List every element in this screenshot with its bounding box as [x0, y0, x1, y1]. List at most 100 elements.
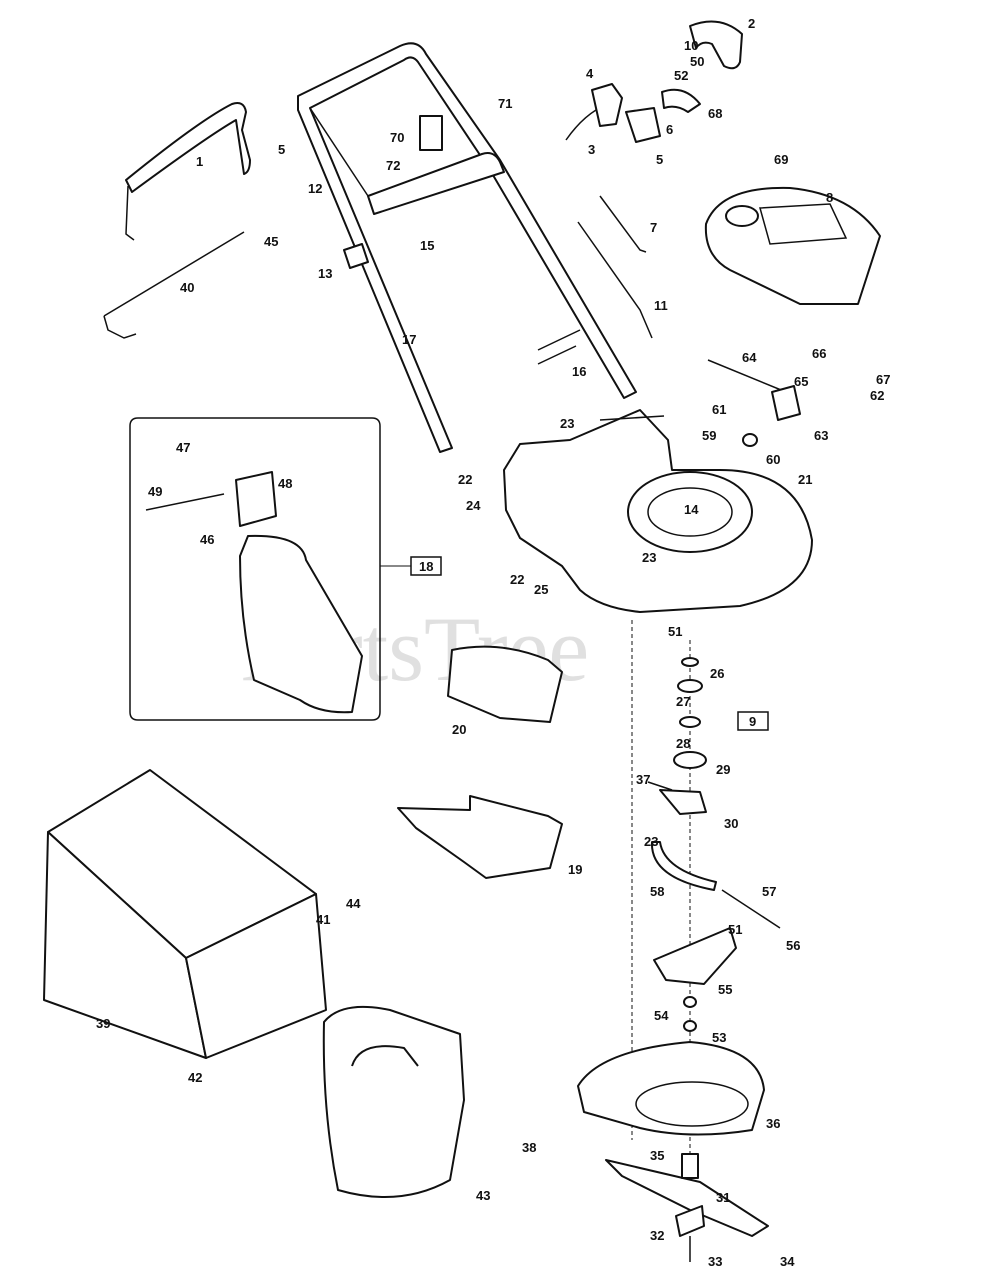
callout-11: 11	[654, 298, 668, 313]
callout-44: 44	[346, 896, 361, 911]
callout-54: 54	[654, 1008, 669, 1023]
callout-5: 5	[278, 142, 285, 157]
callout-70: 70	[390, 130, 404, 145]
callout-22: 22	[458, 472, 472, 487]
callout-55: 55	[718, 982, 732, 997]
callout-23: 23	[642, 550, 656, 565]
bag-handle	[351, 1045, 419, 1067]
callout-5: 5	[656, 152, 663, 167]
mower-deck	[503, 409, 813, 613]
cable-7	[599, 195, 647, 253]
callout-36: 36	[766, 1116, 780, 1131]
callout-51: 51	[728, 922, 742, 937]
callout-58: 58	[650, 884, 664, 899]
callout-69: 69	[774, 152, 788, 167]
cable-rod	[103, 231, 245, 339]
callout-62: 62	[870, 388, 884, 403]
bracket-65	[771, 385, 801, 421]
bracket-30	[659, 789, 707, 815]
rear-chute-19	[397, 795, 563, 879]
callout-51: 51	[668, 624, 682, 639]
washer-32	[675, 1205, 705, 1237]
callout-71: 71	[498, 96, 512, 111]
callout-23: 23	[644, 834, 658, 849]
callout-60: 60	[766, 452, 780, 467]
callout-41: 41	[316, 912, 330, 927]
callout-38: 38	[522, 1140, 536, 1155]
callout-59: 59	[702, 428, 716, 443]
callout-6: 6	[666, 122, 673, 137]
callout-20: 20	[452, 722, 466, 737]
rod-49	[145, 493, 225, 511]
callout-14: 14	[684, 502, 699, 517]
callout-49: 49	[148, 484, 162, 499]
callout-29: 29	[716, 762, 730, 777]
callout-16: 16	[572, 364, 586, 379]
callout-40: 40	[180, 280, 194, 295]
callout-15: 15	[420, 238, 434, 253]
callout-72: 72	[386, 158, 400, 173]
callout-52: 52	[674, 68, 688, 83]
callout-57: 57	[762, 884, 776, 899]
bracket-70	[419, 115, 443, 151]
callout-32: 32	[650, 1228, 664, 1243]
callout-39: 39	[96, 1016, 110, 1031]
callout-35: 35	[650, 1148, 664, 1163]
cable-16	[537, 329, 581, 365]
callout-34: 34	[780, 1254, 795, 1269]
callout-33: 33	[708, 1254, 722, 1269]
upper-handle	[297, 42, 637, 453]
callout-21: 21	[798, 472, 812, 487]
callout-63: 63	[814, 428, 828, 443]
callout-8: 8	[826, 190, 833, 205]
callout-13: 13	[318, 266, 332, 281]
ref-box-9-label: 9	[749, 714, 756, 729]
callout-37: 37	[636, 772, 650, 787]
bail-handle	[125, 102, 251, 241]
callout-19: 19	[568, 862, 582, 877]
callout-31: 31	[716, 1190, 730, 1205]
callout-4: 4	[586, 66, 594, 81]
plate-55	[653, 927, 737, 985]
rod-64	[707, 359, 787, 393]
adapter-31	[681, 1153, 699, 1179]
callout-67: 67	[876, 372, 890, 387]
callout-43: 43	[476, 1188, 490, 1203]
callout-65: 65	[794, 374, 808, 389]
callout-45: 45	[264, 234, 278, 249]
callout-53: 53	[712, 1030, 726, 1045]
callout-22: 22	[510, 572, 524, 587]
callout-7: 7	[650, 220, 657, 235]
callout-61: 61	[712, 402, 726, 417]
callout-56: 56	[786, 938, 800, 953]
callout-10: 10	[684, 38, 698, 53]
callout-68: 68	[708, 106, 722, 121]
callout-26: 26	[710, 666, 724, 681]
grass-bag	[43, 769, 327, 1059]
callout-3: 3	[588, 142, 595, 157]
inset-frame	[129, 417, 381, 721]
chute-bracket-46	[235, 471, 277, 527]
callout-64: 64	[742, 350, 757, 365]
callout-46: 46	[200, 532, 214, 547]
callout-23: 23	[560, 416, 574, 431]
cable-11	[577, 221, 653, 339]
cable-58	[650, 841, 717, 891]
callout-17: 17	[402, 332, 416, 347]
callout-25: 25	[534, 582, 548, 597]
callout-27: 27	[676, 694, 690, 709]
ref-box-9	[737, 711, 769, 731]
callout-42: 42	[188, 1070, 202, 1085]
callout-12: 12	[308, 181, 322, 196]
callout-2: 2	[748, 16, 755, 31]
blade-housing	[577, 1041, 765, 1136]
callout-28: 28	[676, 736, 690, 751]
deflector-20	[447, 645, 563, 723]
callouts: 1234556781011121314151617192021222223232…	[96, 16, 890, 1269]
rod-57	[721, 889, 781, 929]
ref-box-18-label: 18	[419, 559, 433, 574]
engine-cover	[704, 186, 881, 305]
callout-1: 1	[196, 154, 203, 169]
drive-control	[565, 20, 743, 143]
